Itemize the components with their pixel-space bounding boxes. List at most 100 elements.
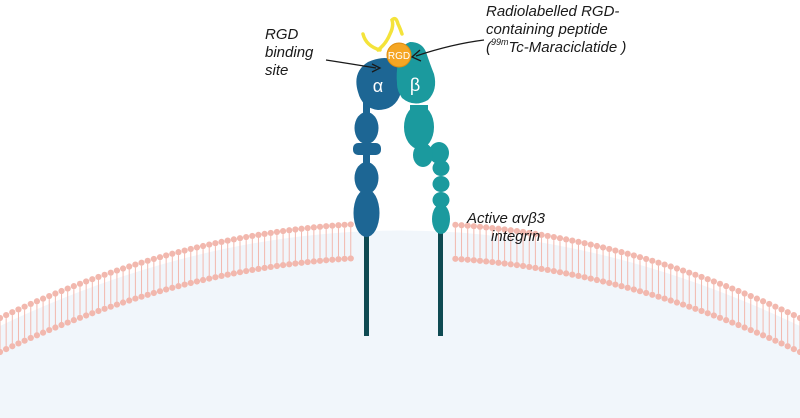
lipid-head <box>292 260 299 267</box>
peptide-pointer <box>415 39 485 57</box>
lipid-head <box>273 228 281 236</box>
lipid-head <box>323 223 330 230</box>
lipid-head <box>175 283 182 290</box>
lipid-head <box>667 263 674 270</box>
lipid-head <box>723 283 730 290</box>
lipid-head <box>501 226 508 233</box>
lipid-head <box>224 271 231 278</box>
lipid-head <box>796 314 800 322</box>
lipid-head <box>476 257 484 264</box>
lipid-head <box>261 264 268 271</box>
lipid-head <box>3 345 10 353</box>
lipid-head <box>267 263 274 271</box>
lipid-head <box>249 232 256 240</box>
lipid-head <box>550 233 557 241</box>
lipid-head <box>218 272 225 280</box>
lipid-head <box>766 300 773 308</box>
lipid-head <box>587 275 594 282</box>
lipid-head <box>766 334 773 342</box>
lipid-head <box>212 240 219 247</box>
lipid-head <box>304 224 311 232</box>
lipid-head <box>599 278 607 285</box>
lipid-head <box>667 297 674 304</box>
lipid-head <box>279 228 287 235</box>
lipid-head <box>735 287 742 295</box>
lipid-head <box>335 256 342 263</box>
lipid-head <box>643 289 650 297</box>
lipid-head <box>119 265 127 272</box>
lipid-head <box>735 321 742 329</box>
lipid-head <box>556 235 564 242</box>
lipid-head <box>138 259 145 266</box>
lipid-head <box>790 311 797 319</box>
lipid-head <box>464 256 471 263</box>
lipid-head <box>175 249 182 256</box>
lipid-head <box>624 250 631 257</box>
lipid-head <box>606 245 613 253</box>
lipid-head <box>599 244 607 251</box>
lipid-head <box>52 290 59 297</box>
lipid-head <box>15 340 22 347</box>
lipid-head <box>519 262 527 270</box>
lipid-head <box>716 314 724 321</box>
lipid-head <box>612 281 619 288</box>
lipid-head <box>236 235 244 242</box>
lipid-head <box>563 270 570 277</box>
lipid-head <box>304 258 311 266</box>
lipid-head <box>83 312 90 319</box>
lipid-head <box>649 257 656 264</box>
cell-interior <box>0 230 800 418</box>
rgd-peptide-label: RGD <box>388 51 410 62</box>
lipid-head <box>310 258 317 265</box>
lipid-head <box>778 340 785 347</box>
lipid-head <box>513 262 521 269</box>
lipid-head <box>655 259 662 266</box>
lipid-head <box>661 261 668 268</box>
lipid-head <box>27 334 34 342</box>
lipid-head <box>132 295 139 302</box>
lipid-head <box>212 274 219 281</box>
lipid-head <box>483 258 490 265</box>
rgd-binding-site-pointer <box>325 59 377 69</box>
lipid-head <box>70 283 77 290</box>
lipid-head <box>230 270 237 277</box>
lipid-head <box>686 303 693 310</box>
lipid-head <box>489 258 496 266</box>
lipid-head <box>692 305 699 312</box>
lipid-head <box>95 273 102 281</box>
lipid-head <box>661 295 668 302</box>
lipid-head <box>772 303 779 310</box>
lipid-head <box>89 310 96 317</box>
lipid-head <box>261 230 268 237</box>
lipid-head <box>544 232 551 240</box>
lipid-head <box>323 257 330 264</box>
beta-transmembrane-stalk <box>438 232 443 336</box>
lipid-head <box>298 225 305 232</box>
active-integrin-label: Active αvβ3 integrin <box>467 210 545 245</box>
lipid-head <box>759 298 767 305</box>
lipid-head <box>224 237 231 244</box>
lipid-head <box>70 317 77 324</box>
lipid-head <box>747 292 754 300</box>
lipid-head <box>292 226 299 233</box>
lipid-head <box>236 269 244 276</box>
lipid-head <box>279 262 287 269</box>
lipid-head <box>581 274 588 281</box>
lipid-head <box>470 223 477 230</box>
lipid-head <box>483 224 490 231</box>
cell-membrane <box>0 221 800 356</box>
lipid-head <box>169 250 176 257</box>
lipid-head <box>76 314 84 321</box>
lipid-head <box>273 262 281 270</box>
lipid-head <box>710 312 717 319</box>
lipid-head <box>544 266 551 274</box>
lipid-head <box>46 326 53 334</box>
lipid-head <box>138 293 145 300</box>
lipid-head <box>778 306 785 313</box>
lipid-head <box>199 242 207 250</box>
lipid-head <box>526 229 533 237</box>
lipid-head <box>495 225 502 232</box>
lipid-head <box>507 227 514 234</box>
